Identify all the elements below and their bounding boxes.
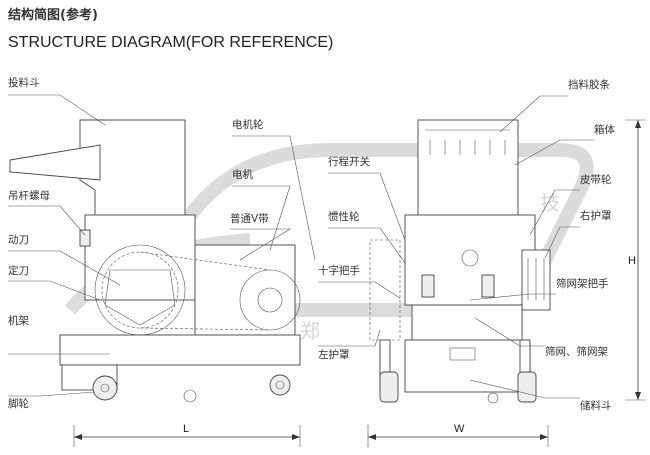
label-moving-knife: 动刀 bbox=[8, 234, 29, 246]
caster-front-right bbox=[517, 371, 537, 403]
dimension-length-label: L bbox=[183, 423, 189, 435]
title-english: STRUCTURE DIAGRAM(FOR REFERENCE) bbox=[8, 34, 333, 51]
watermark-char-3: 技 bbox=[540, 191, 560, 215]
caster-left-front bbox=[92, 375, 118, 401]
label-caster: 脚轮 bbox=[8, 397, 29, 410]
label-baffle-strip: 挡料胶条 bbox=[568, 78, 610, 91]
label-cross-handle: 十字把手 bbox=[318, 264, 360, 277]
caster-front-left bbox=[379, 371, 399, 403]
label-motor: 电机 bbox=[232, 168, 253, 181]
label-fixed-knife: 定刀 bbox=[8, 264, 29, 277]
storage-hopper bbox=[404, 339, 531, 393]
side-view bbox=[9, 119, 301, 403]
title-chinese: 结构简图(参考) bbox=[8, 7, 98, 23]
label-motor-pulley: 电机轮 bbox=[232, 118, 264, 131]
caster-left-rear bbox=[269, 374, 291, 396]
label-belt-pulley: 皮带轮 bbox=[580, 173, 612, 186]
front-view bbox=[369, 119, 551, 404]
box-body bbox=[417, 119, 519, 216]
dimension-width-label: W bbox=[454, 423, 465, 435]
crusher-box bbox=[84, 214, 196, 301]
label-right-guard: 右护罩 bbox=[580, 209, 612, 222]
watermark-char-1: 郑 bbox=[300, 319, 320, 343]
label-travel-switch: 行程开关 bbox=[328, 155, 370, 168]
frame-base bbox=[59, 334, 301, 366]
label-screen-and-frame: 筛网、筛网架 bbox=[545, 345, 608, 358]
dimension-length: L bbox=[73, 423, 301, 447]
label-storage-hopper: 储料斗 bbox=[580, 399, 612, 412]
label-hopper: 投料斗 bbox=[8, 76, 40, 89]
screen-frame bbox=[411, 304, 523, 341]
dimension-height: H bbox=[625, 119, 646, 401]
left-guard-outline bbox=[369, 239, 401, 341]
label-box-body: 箱体 bbox=[594, 123, 615, 136]
motor-housing bbox=[194, 244, 296, 336]
hopper-chute bbox=[9, 144, 101, 181]
label-frame: 机架 bbox=[8, 314, 29, 327]
label-screen-frame-handle: 筛网架把手 bbox=[556, 277, 609, 290]
label-left-guard: 左护罩 bbox=[318, 348, 350, 361]
dimension-height-label: H bbox=[628, 255, 636, 267]
dimension-width: W bbox=[367, 423, 549, 447]
label-flywheel: 惯性轮 bbox=[328, 210, 360, 223]
label-v-belt: 普通V带 bbox=[230, 212, 269, 225]
label-suspension-nut: 吊杆螺母 bbox=[8, 189, 50, 202]
